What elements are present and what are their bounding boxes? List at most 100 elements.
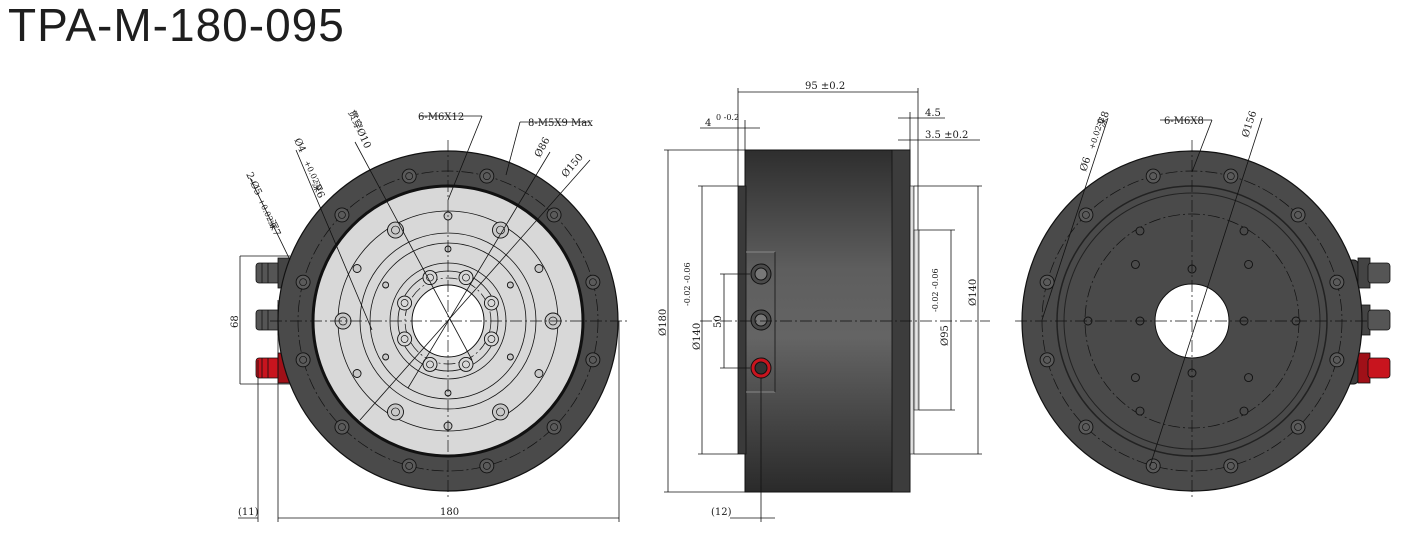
hole-inner xyxy=(482,462,491,470)
hole xyxy=(352,369,362,378)
front-view: 6-M6X12 8-M5X9 Max 贯穿Ø10 Ø86 Ø150 Ø4 +0.… xyxy=(230,108,628,522)
hole-inner xyxy=(400,299,409,307)
hole xyxy=(1290,207,1306,223)
hole xyxy=(1078,419,1094,435)
callout-m6x12: 6-M6X12 xyxy=(418,112,464,123)
callout-pin6-depth: 深8 xyxy=(1095,110,1111,129)
callout-thru10: 贯穿Ø10 xyxy=(345,108,374,151)
hole xyxy=(295,352,311,368)
cable-connector-icon xyxy=(750,309,772,331)
hole xyxy=(483,331,499,347)
hole-inner xyxy=(589,278,597,287)
hole xyxy=(1130,373,1140,383)
hole-inner xyxy=(1149,172,1158,180)
hole-inner xyxy=(589,355,597,364)
hole xyxy=(1039,352,1055,368)
dim-d140-right: Ø140 xyxy=(968,279,979,306)
hole xyxy=(387,403,404,421)
hole xyxy=(1078,207,1094,223)
hole xyxy=(382,353,390,361)
hole xyxy=(585,352,601,368)
callout-pin6: Ø6 xyxy=(1078,156,1093,173)
dim-flange-4: 4 xyxy=(705,118,711,129)
hole xyxy=(534,264,544,273)
dim-d180: Ø180 xyxy=(658,309,669,336)
cable-connector-icon xyxy=(750,357,772,379)
hole-inner xyxy=(550,211,558,219)
dim-height-68: 68 xyxy=(230,315,241,328)
side-view: 95 ±0.2 4 0 -0.2 4.5 3.5 ±0.2 Ø180 Ø140 … xyxy=(658,81,990,522)
hole xyxy=(1135,226,1145,236)
hole xyxy=(1329,352,1345,368)
hole xyxy=(397,331,413,347)
hole xyxy=(1244,259,1254,269)
hole xyxy=(1145,168,1161,184)
hole-inner xyxy=(1043,278,1051,287)
hole-inner xyxy=(1294,211,1302,219)
hole xyxy=(506,281,514,289)
hole xyxy=(1135,406,1145,416)
cable-connector-icon xyxy=(1357,304,1391,336)
dim-offset-11: (11) xyxy=(238,507,259,518)
hole xyxy=(422,356,438,372)
hole xyxy=(1239,406,1249,416)
cable-connector-icon xyxy=(255,257,291,289)
hole xyxy=(492,221,509,239)
dim-width-180: 180 xyxy=(440,507,459,518)
dim-step-35: 3.5 ±0.2 xyxy=(925,130,968,141)
hole xyxy=(458,356,474,372)
callout-d150: Ø150 xyxy=(560,152,586,180)
dim-flange-4-tol: 0 -0.2 xyxy=(716,113,739,122)
dim-d95-tol: -0.02 -0.06 xyxy=(931,268,940,312)
hole-inner xyxy=(550,423,558,431)
hole xyxy=(458,270,474,286)
hole xyxy=(352,264,362,273)
hole-inner xyxy=(405,462,414,470)
hole-inner xyxy=(426,360,434,369)
hole xyxy=(479,458,495,474)
drawing-title: TPA-M-180-095 xyxy=(8,0,345,51)
hole xyxy=(546,207,562,223)
back-view: 6-M6X8 Ø156 Ø6 +0.02 0 深8 xyxy=(1015,110,1391,500)
hole-inner xyxy=(1226,462,1235,470)
hole-inner xyxy=(299,278,307,287)
hole xyxy=(382,281,390,289)
hole xyxy=(397,295,413,311)
hole xyxy=(1039,274,1055,290)
hole xyxy=(334,419,350,435)
hole xyxy=(1130,259,1140,269)
hole-inner xyxy=(462,360,470,369)
hole xyxy=(1223,168,1239,184)
hole xyxy=(483,295,499,311)
hole-inner xyxy=(299,355,307,364)
hole-inner xyxy=(1082,211,1090,219)
hole xyxy=(585,274,601,290)
hole-inner xyxy=(487,335,496,343)
cable-connector-icon xyxy=(1357,352,1391,384)
hole-inner xyxy=(338,423,346,431)
hole xyxy=(1145,458,1161,474)
dim-offset-12: (12) xyxy=(711,507,732,518)
hole-inner xyxy=(400,335,409,343)
hole-inner xyxy=(1043,355,1051,364)
callout-m5x9: 8-M5X9 Max xyxy=(528,118,593,129)
callout-d86: Ø86 xyxy=(533,136,553,160)
hole xyxy=(1290,419,1306,435)
hole xyxy=(546,419,562,435)
hole-inner xyxy=(1226,172,1235,180)
hole-inner xyxy=(482,172,491,180)
callout-pin5: 2-Ø5 xyxy=(243,171,263,198)
hole xyxy=(334,207,350,223)
hole-inner xyxy=(391,225,400,235)
hole xyxy=(422,270,438,286)
cable-connector-icon xyxy=(1357,257,1391,289)
hole xyxy=(387,221,404,239)
callout-pin4: Ø4 xyxy=(291,137,307,155)
dim-conn-50: 50 xyxy=(713,315,724,328)
hole xyxy=(534,369,544,378)
dim-step-45: 4.5 xyxy=(925,108,941,119)
hole-inner xyxy=(487,299,496,307)
hole xyxy=(1244,373,1254,383)
hole xyxy=(492,403,509,421)
